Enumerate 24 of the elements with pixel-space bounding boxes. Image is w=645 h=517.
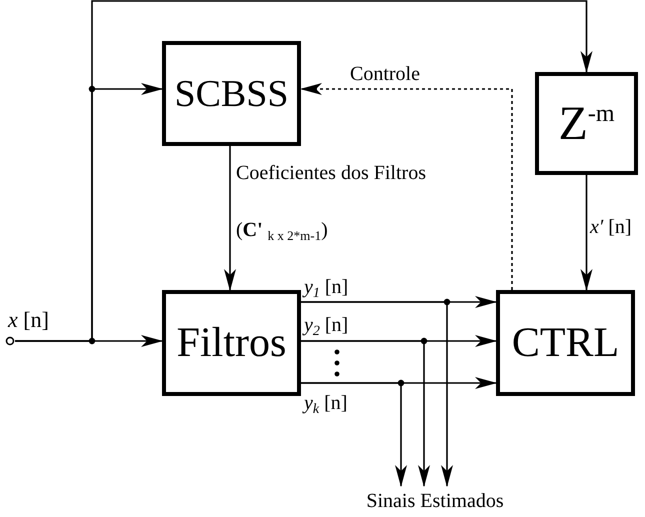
block-box — [535, 72, 638, 175]
arrow — [580, 175, 592, 291]
block-box — [496, 290, 635, 396]
arrow — [300, 83, 513, 290]
edge-label: x′ [n] — [590, 216, 632, 239]
edge-label: y$_{2}$ [n] — [304, 314, 348, 340]
signal-label: x [n] — [8, 307, 49, 333]
block-label: Z$^{-m}$ — [558, 100, 614, 148]
output-label: Sinais Estimados — [330, 488, 540, 514]
block-label: SCBSS — [174, 74, 289, 112]
input-terminal — [5, 336, 15, 346]
block-label: Filtros — [176, 322, 286, 364]
edge-label: y$_{1}$ [n] — [304, 276, 348, 302]
arrow — [301, 340, 430, 487]
block-box — [162, 290, 301, 396]
arrow — [15, 0, 592, 342]
arrow — [224, 146, 236, 291]
edge-label: y$_{k}$ [n] — [304, 392, 348, 418]
arrow — [301, 301, 453, 487]
block-box — [162, 41, 301, 146]
edge-label: Controle — [350, 63, 420, 86]
edge-label: Coeficientes dos Filtros (C' $_{k x 2*m-1}$) — [236, 161, 427, 245]
arrow — [301, 382, 407, 487]
block-label: CTRL — [512, 322, 620, 364]
